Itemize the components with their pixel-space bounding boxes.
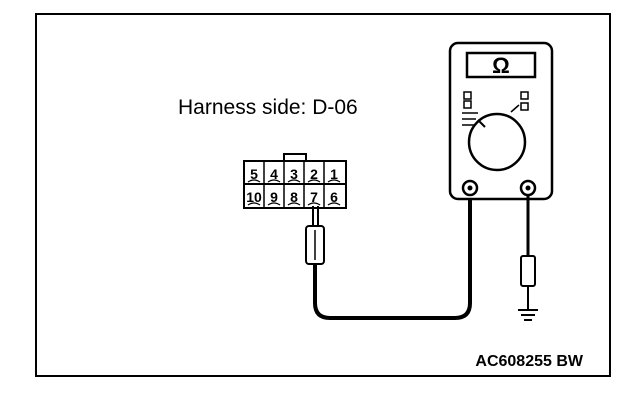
pin-number: 5 [250,166,258,182]
meter-indicator [463,91,472,100]
ground-symbol-icon [518,309,538,321]
pin-number: 1 [330,166,338,182]
harness-label: Harness side: D-06 [178,96,358,119]
dial-pointer [477,119,486,128]
terminal-mark [287,179,301,183]
terminal-mark [267,202,281,206]
meter-display [465,51,537,79]
connector-d-06: 5 4 3 2 1 10 9 8 7 6 [243,153,347,209]
meter-indicator [520,102,529,111]
meter-terminal-com-inner [467,185,473,191]
meter-indicator [463,100,472,109]
terminal-mark [307,179,321,183]
pin-number: 6 [330,189,338,205]
ground-probe-handle [520,255,536,287]
figure-code: AC608255 BW [475,353,584,370]
pin-number: 9 [270,189,278,205]
figure-frame [35,13,611,377]
terminal-mark [307,202,321,206]
ground-probe [520,255,536,310]
test-lead-wire [313,190,472,320]
pin-number: 2 [310,166,318,182]
test-probe-icon [305,206,325,265]
pin-number: 4 [270,166,278,182]
ohm-symbol: Ω [492,53,510,78]
terminal-mark [247,179,261,183]
terminal-mark [247,202,261,206]
selector-dial [467,112,527,172]
terminal-mark [327,179,341,183]
meter-indicator [520,91,529,100]
pin-number: 10 [246,189,262,205]
terminal-mark [287,202,301,206]
range-tick [510,104,520,113]
pin-number: 7 [310,189,318,205]
pin-number: 8 [290,189,298,205]
meter-terminal-input-inner [525,185,531,191]
ohmmeter-icon: Ω [448,41,554,201]
terminal-mark [327,202,341,206]
terminal-mark [267,179,281,183]
pin-number: 3 [290,166,298,182]
